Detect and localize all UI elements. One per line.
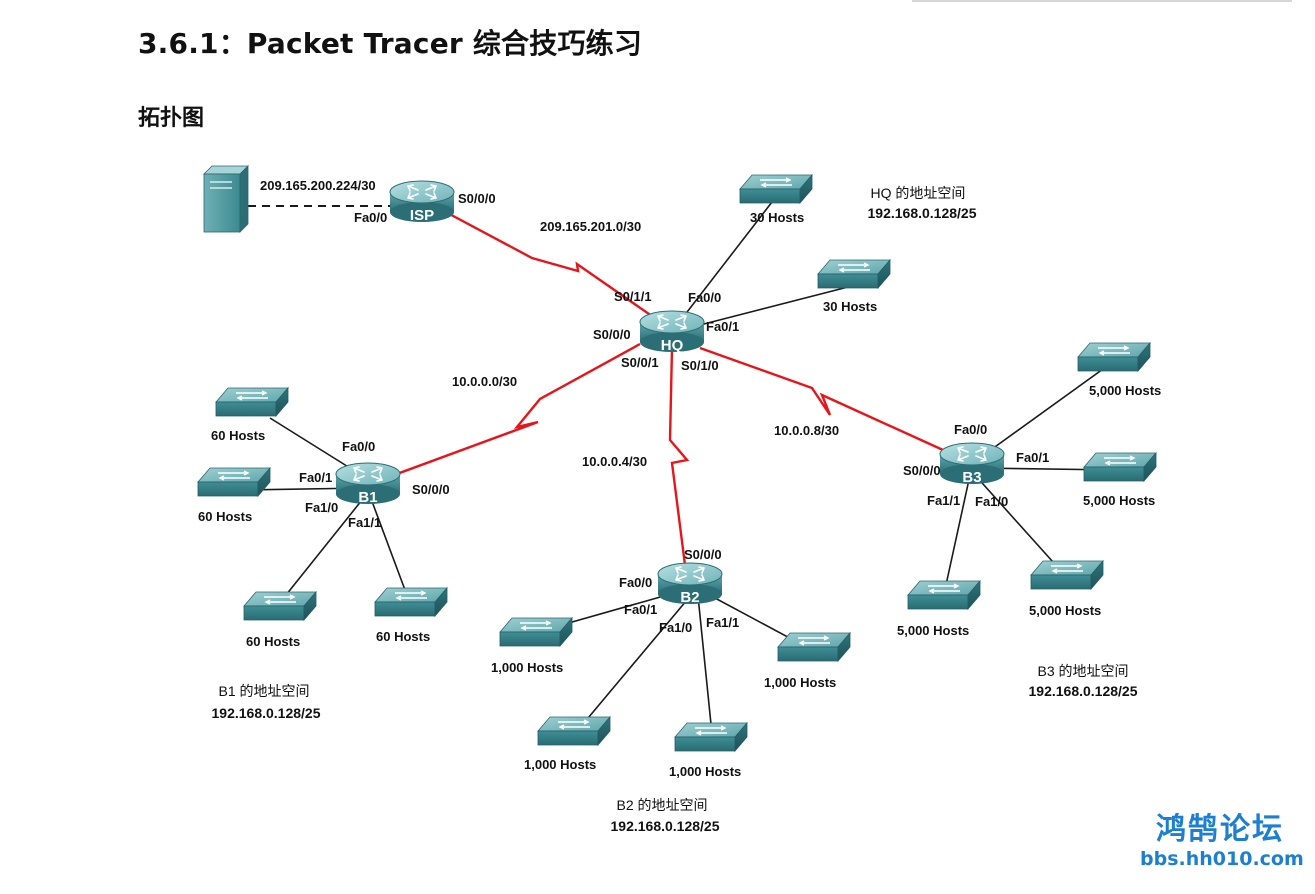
serial-link-hq-b3 xyxy=(699,346,966,462)
address-space-value-b1: 192.168.0.128/25 xyxy=(212,705,321,721)
watermark: 鸿鹄论坛 bbs.hh010.com xyxy=(1140,812,1304,870)
network-label: 10.0.0.4/30 xyxy=(582,454,647,469)
switch-icon xyxy=(777,632,851,662)
address-space-value-hq: 192.168.0.128/25 xyxy=(868,205,977,221)
watermark-url: bbs.hh010.com xyxy=(1140,848,1304,870)
link-b3-sw3 xyxy=(943,474,971,595)
router-b2: B2 xyxy=(657,562,723,606)
interface-label: Fa0/1 xyxy=(1016,450,1049,465)
link-b1-sw4 xyxy=(369,495,409,599)
switch-icon xyxy=(907,580,981,610)
router-label-b1: B1 xyxy=(358,489,377,506)
interface-label: Fa0/1 xyxy=(706,319,739,334)
host-count-label: 60 Hosts xyxy=(376,629,430,644)
router-hq: HQ xyxy=(639,310,705,354)
host-count-label: 60 Hosts xyxy=(198,509,252,524)
interface-label: Fa0/0 xyxy=(354,210,387,225)
page-title: 3.6.1：Packet Tracer 综合技巧练习 xyxy=(138,27,643,60)
interface-label: S0/0/0 xyxy=(458,191,496,206)
server-icon xyxy=(203,165,249,233)
host-count-label: 1,000 Hosts xyxy=(764,675,836,690)
router-label-b3: B3 xyxy=(962,469,981,486)
host-count-label: 30 Hosts xyxy=(750,210,804,225)
interface-label: Fa0/0 xyxy=(342,439,375,454)
address-space-title-b3: B3 的地址空间 xyxy=(1037,663,1128,679)
interface-label: Fa1/0 xyxy=(975,494,1008,509)
router-label-isp: ISP xyxy=(410,207,434,224)
network-label: 10.0.0.8/30 xyxy=(774,423,839,438)
interface-label: Fa0/0 xyxy=(954,422,987,437)
switch-icon xyxy=(739,174,813,204)
interface-label: S0/0/0 xyxy=(412,482,450,497)
link-b2-sw3 xyxy=(697,595,713,735)
address-space-value-b3: 192.168.0.128/25 xyxy=(1029,683,1138,699)
link-b3-sw4 xyxy=(973,473,1063,573)
interface-label: S0/0/0 xyxy=(903,463,941,478)
link-hq-sw2 xyxy=(699,286,849,326)
host-count-label: 1,000 Hosts xyxy=(524,757,596,772)
header-rule xyxy=(912,0,1292,2)
interface-label: S0/1/0 xyxy=(681,358,719,373)
address-space-value-b2: 192.168.0.128/25 xyxy=(611,818,720,834)
host-count-label: 60 Hosts xyxy=(211,428,265,443)
interface-label: Fa1/1 xyxy=(706,615,739,630)
address-space-title-hq: HQ 的地址空间 xyxy=(871,185,966,201)
switch-icon xyxy=(1077,342,1151,372)
link-b1-sw3 xyxy=(281,494,367,601)
section-title: 拓扑图 xyxy=(138,106,205,131)
address-space-title-b1: B1 的地址空间 xyxy=(218,683,309,699)
host-count-label: 5,000 Hosts xyxy=(1083,493,1155,508)
serial-link-hq-b2 xyxy=(668,347,690,574)
interface-label: Fa1/0 xyxy=(305,500,338,515)
interface-label: Fa0/0 xyxy=(619,575,652,590)
address-space-title-b2: B2 的地址空间 xyxy=(616,797,707,813)
host-count-label: 1,000 Hosts xyxy=(491,660,563,675)
link-b2-sw2 xyxy=(577,593,693,731)
switch-icon xyxy=(243,591,317,621)
router-b1: B1 xyxy=(335,462,401,506)
switch-icon xyxy=(817,259,891,289)
host-count-label: 30 Hosts xyxy=(823,299,877,314)
switch-icon xyxy=(215,387,289,417)
switch-icon xyxy=(674,722,748,752)
interface-label: Fa0/1 xyxy=(624,602,657,617)
interface-label: S0/0/0 xyxy=(593,327,631,342)
host-count-label: 5,000 Hosts xyxy=(1089,383,1161,398)
interface-label: S0/1/1 xyxy=(614,289,652,304)
serial-link-isp-hq xyxy=(441,208,673,331)
switch-icon xyxy=(1083,452,1157,482)
link-hq-sw1 xyxy=(683,201,773,317)
switch-icon xyxy=(374,587,448,617)
router-label-b2: B2 xyxy=(680,589,699,606)
link-b3-sw1 xyxy=(973,363,1111,463)
interface-label: Fa1/1 xyxy=(927,493,960,508)
interface-label: Fa1/1 xyxy=(348,515,381,530)
interface-label: Fa0/0 xyxy=(688,290,721,305)
switch-icon xyxy=(197,467,271,497)
host-count-label: 1,000 Hosts xyxy=(669,764,741,779)
serial-link-hq-b1 xyxy=(374,342,641,484)
host-count-label: 60 Hosts xyxy=(246,634,300,649)
watermark-logo: 鸿鹄论坛 xyxy=(1156,812,1284,847)
network-label: 209.165.201.0/30 xyxy=(540,219,641,234)
switch-icon xyxy=(537,716,611,746)
interface-label: Fa1/0 xyxy=(659,620,692,635)
network-label: 10.0.0.0/30 xyxy=(452,374,517,389)
network-label: 209.165.200.224/30 xyxy=(260,178,376,193)
switch-icon xyxy=(499,617,573,647)
router-b3: B3 xyxy=(939,442,1005,486)
switch-icon xyxy=(1030,560,1104,590)
interface-label: Fa0/1 xyxy=(299,470,332,485)
interface-label: S0/0/0 xyxy=(684,547,722,562)
router-label-hq: HQ xyxy=(661,337,684,354)
host-count-label: 5,000 Hosts xyxy=(897,623,969,638)
interface-label: S0/0/1 xyxy=(621,355,659,370)
host-count-label: 5,000 Hosts xyxy=(1029,603,1101,618)
router-isp: ISP xyxy=(389,180,455,224)
